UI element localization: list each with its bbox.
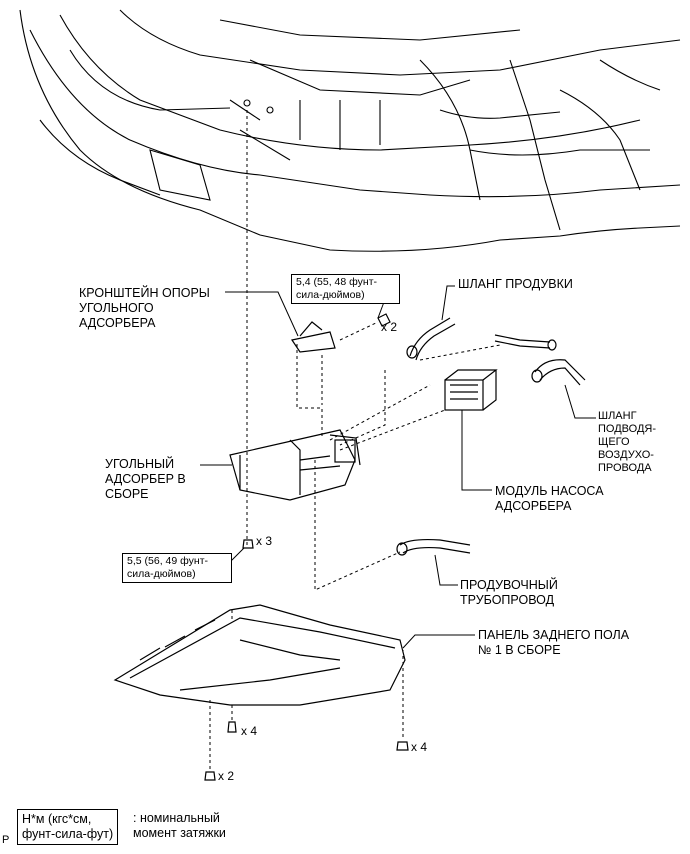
torque-box-canister: 5,5 (56, 49 фунт- сила-дюймов): [122, 553, 232, 583]
qty-canister-bolts: x 3: [256, 534, 273, 548]
qty-panel-nuts-right: x 4: [411, 740, 428, 754]
purge-pipe-part: [396, 538, 471, 556]
panel-nut-right: [396, 741, 409, 751]
bracket-bolt: [377, 313, 391, 327]
torque-box-bracket: 5,4 (55, 48 фунт- сила-дюймов): [291, 274, 400, 304]
qty-panel-nuts-bottom: x 2: [218, 769, 235, 783]
qty-bracket-bolts: x 2: [381, 320, 398, 334]
label-canister: УГОЛЬНЫЙ АДСОРБЕР В СБОРЕ: [105, 457, 186, 501]
label-air-inlet-hose: ШЛАНГ ПОДВОДЯ- ЩЕГО ВОЗДУХО- ПРОВОДА: [598, 410, 657, 474]
purge-hose-part: [406, 317, 456, 361]
panel-clip: [227, 721, 237, 733]
label-floor-panel: ПАНЕЛЬ ЗАДНЕГО ПОЛА № 1 В СБОРЕ: [478, 628, 630, 657]
legend-description: : номинальный момент затяжки: [133, 811, 226, 840]
pump-module-part: [444, 369, 498, 411]
legend-unit-box: Н*м (кгс*см, фунт-сила-фут): [17, 809, 119, 845]
label-purge-pipe: ПРОДУВОЧНЫЙ ТРУБОПРОВОД: [460, 578, 558, 607]
label-bracket: КРОНШТЕЙН ОПОРЫ УГОЛЬНОГО АДСОРБЕРА: [79, 286, 210, 330]
qty-panel-clips: x 4: [241, 724, 258, 738]
air-inlet-hose-part: [494, 334, 586, 386]
corner-mark: P: [2, 834, 10, 846]
label-pump-module: МОДУЛЬ НАСОСА АДСОРБЕРА: [495, 484, 604, 513]
bracket-part: [291, 321, 336, 353]
panel-nut-bottom: [204, 771, 216, 781]
label-purge-hose: ШЛАНГ ПРОДУВКИ: [458, 277, 573, 291]
canister-bolt: [242, 539, 254, 549]
canister-part: [229, 429, 361, 501]
floor-panel-part: [113, 604, 406, 706]
vehicle-underbody: [19, 9, 681, 252]
